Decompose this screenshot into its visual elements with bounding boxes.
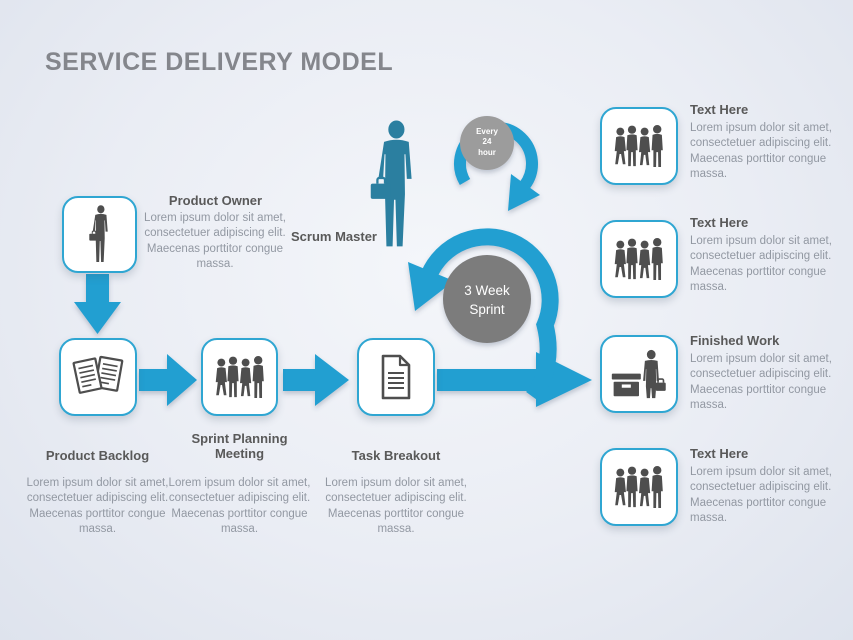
arrow-backlog-to-planning [139, 354, 197, 406]
right-item-2-label: Text Here [690, 215, 749, 230]
product-owner-box [62, 196, 137, 273]
right-item-4-label: Text Here [690, 446, 749, 461]
people-group-icon [611, 235, 667, 284]
daily-loop-arrowhead [508, 174, 540, 211]
documents-icon [70, 352, 126, 402]
right-item-1-box [600, 107, 678, 185]
product-backlog-desc: Lorem ipsum dolor sit amet, consectetuer… [26, 477, 169, 536]
right-item-1-label: Text Here [690, 102, 749, 117]
sprint-loop-arrowhead [408, 262, 454, 311]
task-breakout-desc: Lorem ipsum dolor sit amet, consectetuer… [325, 477, 467, 536]
task-breakout-label: Task Breakout [351, 448, 441, 463]
product-owner-desc: Lorem ipsum dolor sit amet, consectetuer… [144, 212, 286, 271]
right-item-4-desc: Lorem ipsum dolor sit amet, consectetuer… [690, 466, 832, 525]
finished-work-box [600, 335, 678, 413]
people-group-icon [611, 463, 667, 512]
sprint-circle-label: 3 Week Sprint [464, 283, 510, 317]
sprint-planning-box [201, 338, 278, 416]
product-backlog-box [59, 338, 137, 416]
arrow-down-product-owner [74, 274, 121, 334]
right-item-1-desc: Lorem ipsum dolor sit amet, consectetuer… [690, 122, 832, 181]
people-group-icon [611, 122, 667, 171]
daily-circle-label: Every 24 hour [476, 127, 498, 157]
finished-work-desc: Lorem ipsum dolor sit amet, consectetuer… [690, 353, 832, 412]
product-owner-label: Product Owner [168, 193, 263, 208]
finished-work-label: Finished Work [690, 333, 780, 348]
right-item-4-box [600, 448, 678, 526]
right-item-2-box [600, 220, 678, 298]
scrum-master-label: Scrum Master [291, 229, 377, 244]
arrow-planning-to-breakout [283, 354, 349, 406]
sprint-planning-desc: Lorem ipsum dolor sit amet, consectetuer… [168, 477, 311, 536]
person-briefcase-icon [87, 205, 113, 265]
document-icon [376, 352, 416, 402]
right-item-2-desc: Lorem ipsum dolor sit amet, consectetuer… [690, 235, 832, 294]
crate-person-icon [610, 348, 668, 401]
product-backlog-label: Product Backlog [45, 448, 150, 463]
sprint-circle [443, 255, 531, 343]
people-group-icon [212, 353, 268, 402]
sprint-planning-label: Sprint Planning Meeting [191, 431, 288, 461]
arrow-breakout-to-finished [437, 352, 592, 407]
daily-circle [460, 116, 514, 170]
page-title: SERVICE DELIVERY MODEL [45, 48, 394, 76]
sprint-loop-ring [421, 228, 559, 403]
task-breakout-box [357, 338, 435, 416]
